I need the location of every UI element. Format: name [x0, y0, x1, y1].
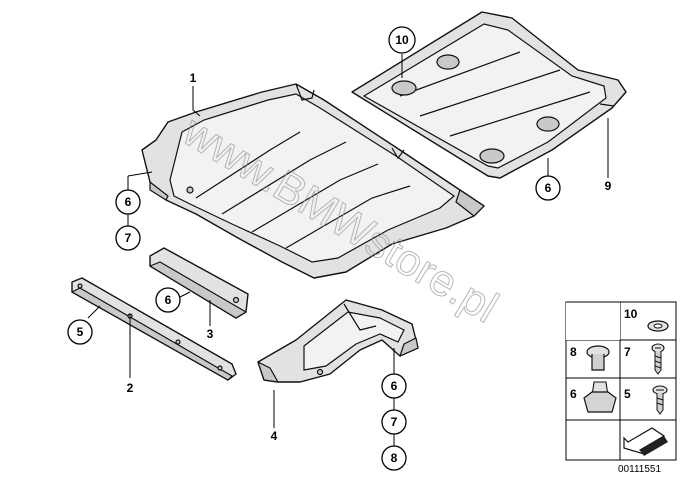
- small-bracket[interactable]: [149, 247, 249, 319]
- long-strip[interactable]: [71, 277, 237, 381]
- mount-hole-1: [391, 80, 417, 96]
- callout-6-rear-panel[interactable]: 6: [535, 175, 561, 201]
- mount-hole-4: [536, 116, 560, 132]
- svg-text:6: 6: [125, 195, 132, 209]
- svg-text:6: 6: [165, 293, 172, 307]
- svg-text:5: 5: [624, 387, 631, 401]
- label-part-3: 3: [207, 327, 214, 341]
- screw-icon-7: [651, 343, 665, 375]
- label-part-2: 2: [127, 381, 134, 395]
- svg-text:10: 10: [395, 33, 409, 47]
- svg-text:6: 6: [570, 387, 577, 401]
- callout-5-strip[interactable]: 5: [67, 319, 93, 345]
- label-part-1: 1: [190, 71, 197, 85]
- rear-underbody-panel[interactable]: [351, 11, 627, 179]
- svg-text:5: 5: [77, 325, 84, 339]
- callout-8-angled-bracket[interactable]: 8: [381, 445, 407, 471]
- mount-hole-3: [479, 148, 505, 164]
- svg-text:7: 7: [391, 415, 398, 429]
- svg-text:10: 10: [624, 307, 638, 321]
- callout-6-angled-bracket[interactable]: 6: [381, 373, 407, 399]
- svg-text:7: 7: [125, 231, 132, 245]
- label-part-4: 4: [271, 429, 278, 443]
- callout-10[interactable]: 10: [388, 26, 416, 54]
- washer-icon: [647, 320, 669, 332]
- svg-text:6: 6: [545, 181, 552, 195]
- mount-hole-2: [436, 54, 460, 70]
- svg-text:6: 6: [391, 379, 398, 393]
- svg-text:8: 8: [570, 345, 577, 359]
- screw-icon-5: [652, 385, 668, 415]
- label-part-9: 9: [605, 179, 612, 193]
- plastic-nut-icon: [586, 345, 610, 371]
- callout-7-angled-bracket[interactable]: 7: [381, 409, 407, 435]
- fastener-legend: 10 8 7 6 5: [565, 301, 677, 475]
- callout-6-bracket[interactable]: 6: [155, 287, 181, 313]
- document-number: 00111551: [618, 464, 661, 475]
- direction-arrow-icon: [623, 427, 668, 456]
- svg-text:7: 7: [624, 345, 631, 359]
- main-underbody-shield[interactable]: [141, 83, 485, 279]
- hex-nut-icon: [583, 381, 617, 413]
- callout-6-shield[interactable]: 6: [115, 189, 141, 215]
- svg-text:8: 8: [391, 451, 398, 465]
- callout-7-shield[interactable]: 7: [115, 225, 141, 251]
- angled-bracket[interactable]: [257, 299, 419, 383]
